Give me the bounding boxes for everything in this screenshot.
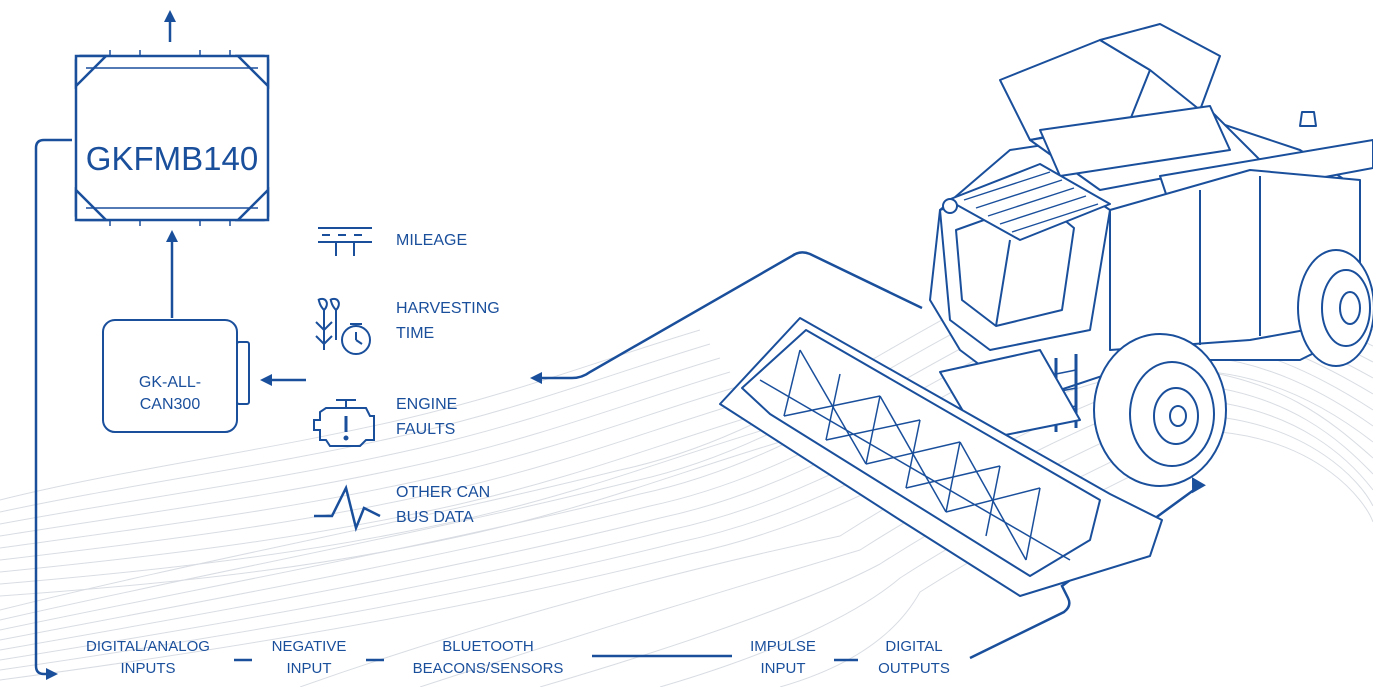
can-adapter-name: GK-ALL- CAN300 xyxy=(138,374,202,413)
road-mileage-icon xyxy=(318,227,372,256)
can-adapter-box xyxy=(102,319,250,433)
engine-fault-icon xyxy=(313,399,375,447)
input-bluetooth-beacons: BLUETOOTH BEACONS/SENSORS xyxy=(412,638,564,677)
data-item-mileage: MILEAGE xyxy=(396,232,468,249)
combine-harvester-illustration xyxy=(719,23,1373,597)
outputs-arrow-head xyxy=(1192,477,1206,494)
pulse-wave-icon xyxy=(314,484,381,533)
data-item-engine-faults: ENGINE FAULTS xyxy=(396,396,458,438)
harvester-to-data-line xyxy=(530,251,923,384)
data-item-harvesting-time: HARVESTING TIME xyxy=(396,300,500,342)
input-digital-analog: DIGITAL/ANALOG INPUTS xyxy=(86,638,210,677)
input-connectors xyxy=(234,482,1203,662)
uplink-arrow xyxy=(164,10,176,42)
tracker-device xyxy=(74,50,270,226)
input-impulse: IMPULSE INPUT xyxy=(750,638,816,677)
output-digital: DIGITAL OUTPUTS xyxy=(878,638,950,677)
inputs-to-tracker-line xyxy=(34,138,72,680)
tracker-name: GKFMB140 xyxy=(85,140,259,177)
input-negative: NEGATIVE INPUT xyxy=(271,638,347,677)
crop-clock-icon xyxy=(315,298,371,355)
can-to-tracker-arrow xyxy=(166,230,178,318)
data-to-can-arrow xyxy=(260,374,306,386)
data-item-other-can-bus-data: OTHER CAN BUS DATA xyxy=(396,484,491,526)
